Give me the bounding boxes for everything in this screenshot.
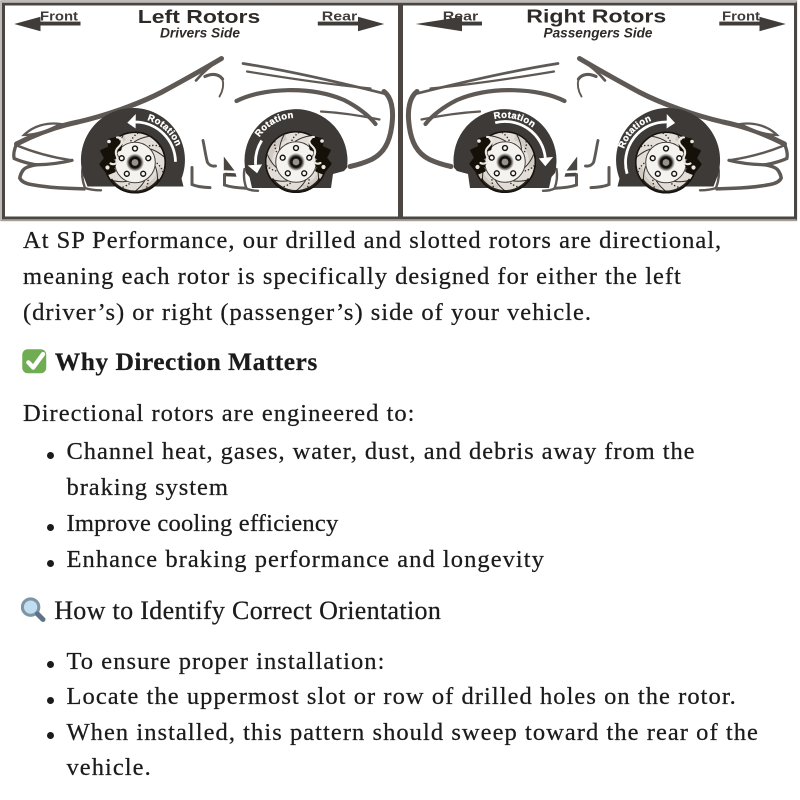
svg-text:Drivers Side: Drivers Side — [160, 25, 240, 41]
svg-text:Rear: Rear — [322, 10, 358, 24]
svg-text:Right Rotors: Right Rotors — [526, 6, 666, 27]
svg-text:Left Rotors: Left Rotors — [138, 6, 261, 27]
svg-text:Front: Front — [40, 10, 79, 24]
svg-text:Passengers Side: Passengers Side — [544, 25, 653, 41]
svg-text:Front: Front — [722, 10, 761, 24]
